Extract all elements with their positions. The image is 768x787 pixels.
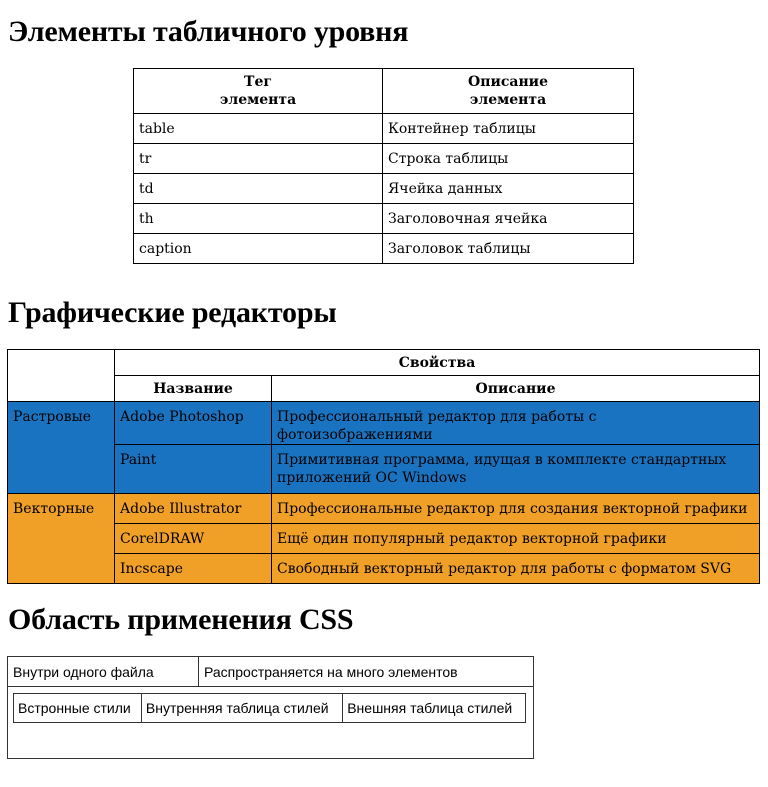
header-properties: Свойства [114,349,760,376]
internal-stylesheet-cell: Внутренняя таблица стилей [140,693,344,724]
table-row: Встронные стили Внутренняя таблица стиле… [13,693,526,724]
css-scope-table: Внутри одного файла Распространяется на … [7,655,534,759]
table-row: Векторные Adobe Illustrator Профессионал… [7,493,760,584]
name-cell: CorelDRAW [114,523,272,554]
heading-table-elements: Элементы табличного уровня [8,15,409,48]
name-cell: Incscape [114,553,272,584]
desc-cell: Заголовочная ячейка [382,203,634,234]
desc-cell: Профессиональный редактор для работы с ф… [271,401,760,445]
table-row: Встронные стили Внутренняя таблица стиле… [7,686,534,759]
tag-cell: td [133,173,383,204]
table-row: Paint Примитивная программа, идущая в ко… [7,444,760,494]
inline-styles-cell: Встронные стили [13,693,142,724]
table-row: Incscape Свободный векторный редактор дл… [7,553,760,584]
table-row: Внутри одного файла Распространяется на … [7,655,534,688]
desc-cell: Строка таблицы [382,143,634,174]
graphic-editors-table: Свойства Название Описание Растровые Ado… [7,349,760,584]
table-row: CorelDRAW Ещё один популярный редактор в… [7,523,760,554]
external-stylesheet-cell: Внешняя таблица стилей [342,693,526,724]
tag-cell: tr [133,143,383,174]
name-cell: Paint [114,444,272,494]
desc-cell: Свободный векторный редактор для работы … [271,553,760,584]
name-cell: Adobe Photoshop [114,401,272,445]
style-types-table: Встронные стили Внутренняя таблица стиле… [13,693,526,724]
heading-graphic-editors: Графические редакторы [8,296,337,329]
category-cell-raster: Растровые [7,401,115,494]
name-cell: Adobe Illustrator [114,493,272,524]
empty-corner-cell [7,349,115,402]
desc-cell: Ячейка данных [382,173,634,204]
nested-table-container: Встронные стили Внутренняя таблица стиле… [7,686,534,759]
desc-cell: Контейнер таблицы [382,113,634,144]
table-row: Растровые Adobe Photoshop Профессиональн… [7,401,760,494]
table-header-row: Свойства [7,349,760,402]
category-cell-vector: Векторные [7,493,115,584]
tag-cell: caption [133,233,383,264]
header-description: Описание [271,375,760,402]
tag-cell: table [133,113,383,144]
heading-css-scope: Область применения CSS [8,603,354,636]
desc-cell: Профессиональные редактор для создания в… [271,493,760,524]
scope-single-file-cell: Внутри одного файла [7,655,199,688]
desc-cell: Примитивная программа, идущая в комплект… [271,444,760,494]
tag-cell: th [133,203,383,234]
desc-cell: Заголовок таблицы [382,233,634,264]
header-name: Название [114,375,272,402]
table-header-row: Название Описание [8,375,760,402]
scope-many-elements-cell: Распространяется на много элементов [198,655,534,688]
desc-cell: Ещё один популярный редактор векторной г… [271,523,760,554]
